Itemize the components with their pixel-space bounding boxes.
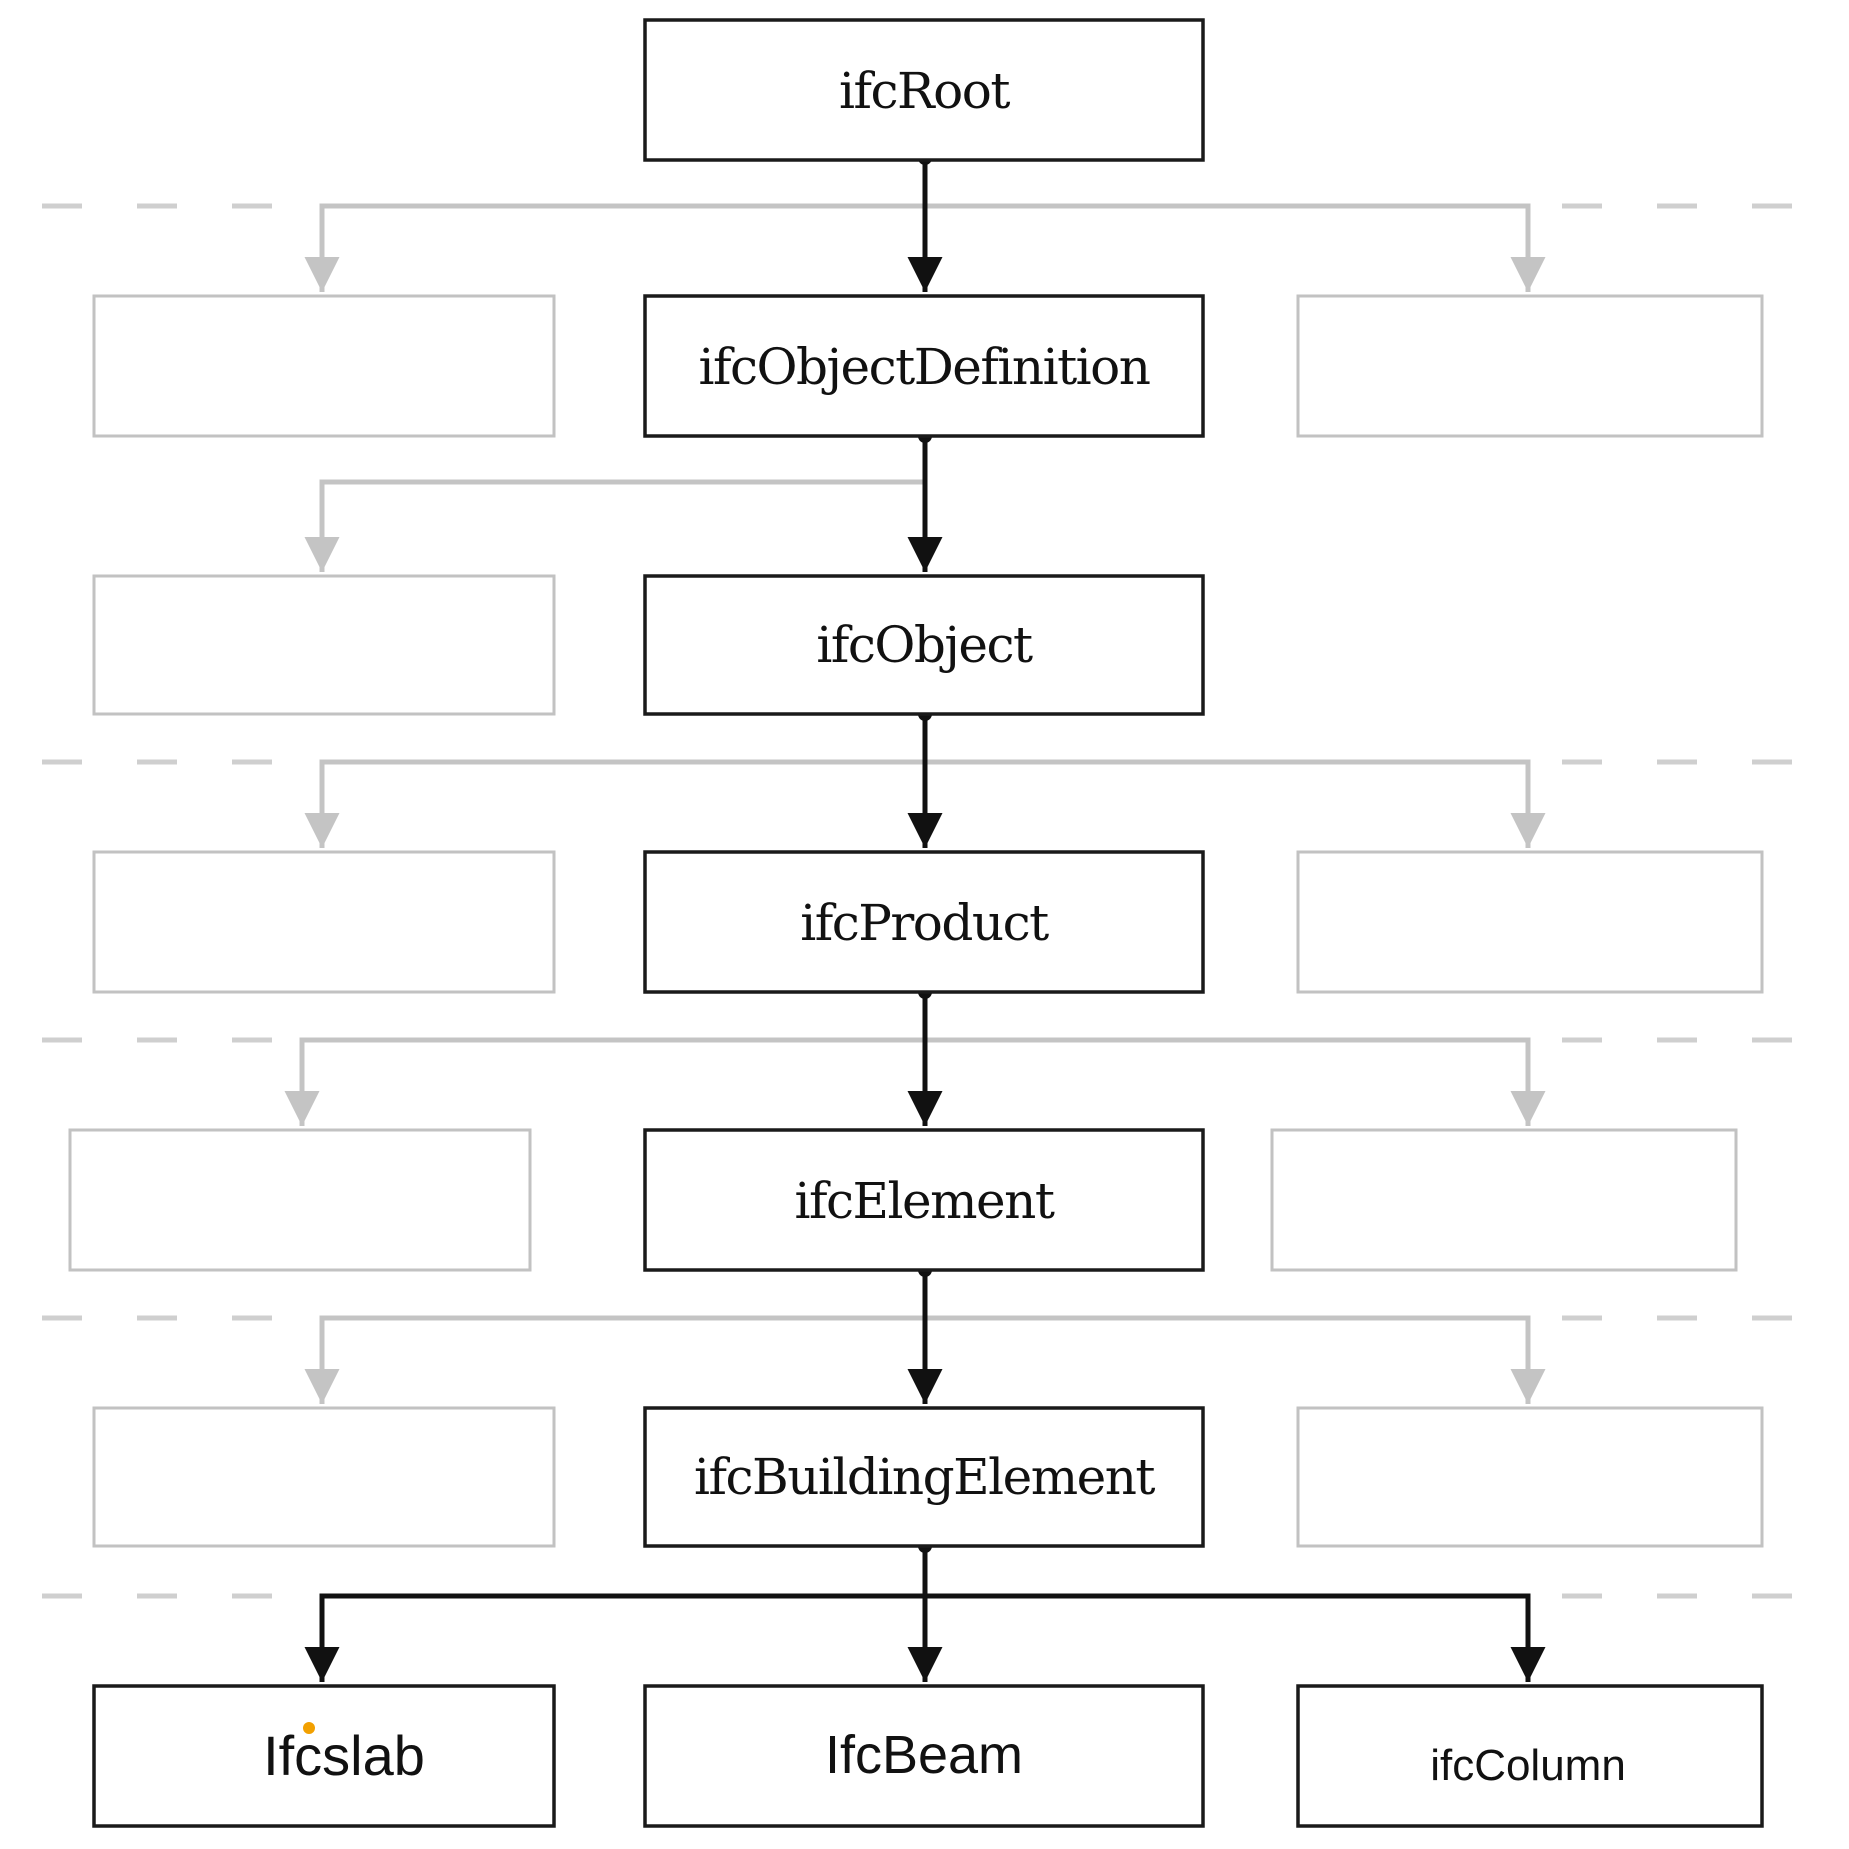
leaf-ifccolumn: ifcColumn: [1296, 1684, 1764, 1828]
leaf-label-ifccolumn: ifcColumn: [1430, 1741, 1626, 1790]
hierarchy-nodes: ifcRoot ifcObjectDefinition ifcObject if…: [643, 18, 1205, 1548]
node-box-ifcobject: [643, 574, 1205, 716]
leaf-box-ifcslab: [92, 1684, 556, 1828]
sibling-connectors: [284, 203, 1546, 1404]
node-box-ifcelement: [643, 1128, 1205, 1272]
connector-element-right: [925, 1315, 1546, 1404]
node-box-ifcroot: [643, 18, 1205, 162]
inheritance-connectors: [304, 158, 1546, 1682]
sibling-boxes: [68, 294, 1764, 1548]
connector-building-to-slab: [304, 1593, 925, 1682]
sibling-box-l3-right: [1296, 850, 1764, 994]
node-label-ifcroot: ifcRoot: [839, 62, 1010, 120]
sibling-box-l1-left: [92, 294, 556, 438]
connector-root-left: [304, 203, 925, 292]
node-label-ifcbuildingelement: ifcBuildingElement: [694, 1448, 1155, 1506]
connector-product-left: [284, 1037, 925, 1126]
leaf-ifcslab: Ifcslab: [92, 1684, 556, 1828]
connector-product-right: [925, 1037, 1546, 1126]
node-ifcbuildingelement: ifcBuildingElement: [643, 1406, 1205, 1548]
node-label-ifcobjectdefinition: ifcObjectDefinition: [699, 338, 1150, 396]
connector-objdef-left: [304, 479, 925, 572]
sibling-box-l2-left: [92, 574, 556, 716]
leaf-nodes: Ifcslab IfcBeam ifcColumn: [92, 1684, 1764, 1828]
node-ifcobject: ifcObject: [643, 574, 1205, 716]
node-ifcelement: ifcElement: [643, 1128, 1205, 1272]
node-box-ifcproduct: [643, 850, 1205, 994]
connector-object-left: [304, 759, 925, 848]
connector-object-right: [925, 759, 1546, 848]
sibling-box-l4-right: [1270, 1128, 1738, 1272]
node-label-ifcproduct: ifcProduct: [800, 894, 1049, 952]
sibling-box-l1-right: [1296, 294, 1764, 438]
node-ifcroot: ifcRoot: [643, 18, 1205, 162]
leaf-ifcbeam: IfcBeam: [643, 1684, 1205, 1828]
node-ifcproduct: ifcProduct: [643, 850, 1205, 994]
connector-root-right: [925, 203, 1546, 292]
node-box-ifcobjectdefinition: [643, 294, 1205, 438]
node-label-ifcobject: ifcObject: [816, 616, 1033, 674]
node-label-ifcelement: ifcElement: [795, 1172, 1055, 1230]
leaf-box-ifcbeam: [643, 1684, 1205, 1828]
leaf-box-ifccolumn: [1296, 1684, 1764, 1828]
sibling-box-l5-right: [1296, 1406, 1764, 1548]
connector-element-left: [304, 1315, 925, 1404]
leaf-label-ifcbeam: IfcBeam: [825, 1725, 1023, 1785]
connector-building-to-column: [925, 1593, 1546, 1682]
accent-dot: [303, 1722, 315, 1734]
sibling-box-l3-left: [92, 850, 556, 994]
sibling-box-l4-left: [68, 1128, 532, 1272]
node-ifcobjectdefinition: ifcObjectDefinition: [643, 294, 1205, 438]
node-box-ifcbuildingelement: [643, 1406, 1205, 1548]
sibling-box-l5-left: [92, 1406, 556, 1548]
leaf-label-ifcslab: Ifcslab: [263, 1724, 425, 1787]
